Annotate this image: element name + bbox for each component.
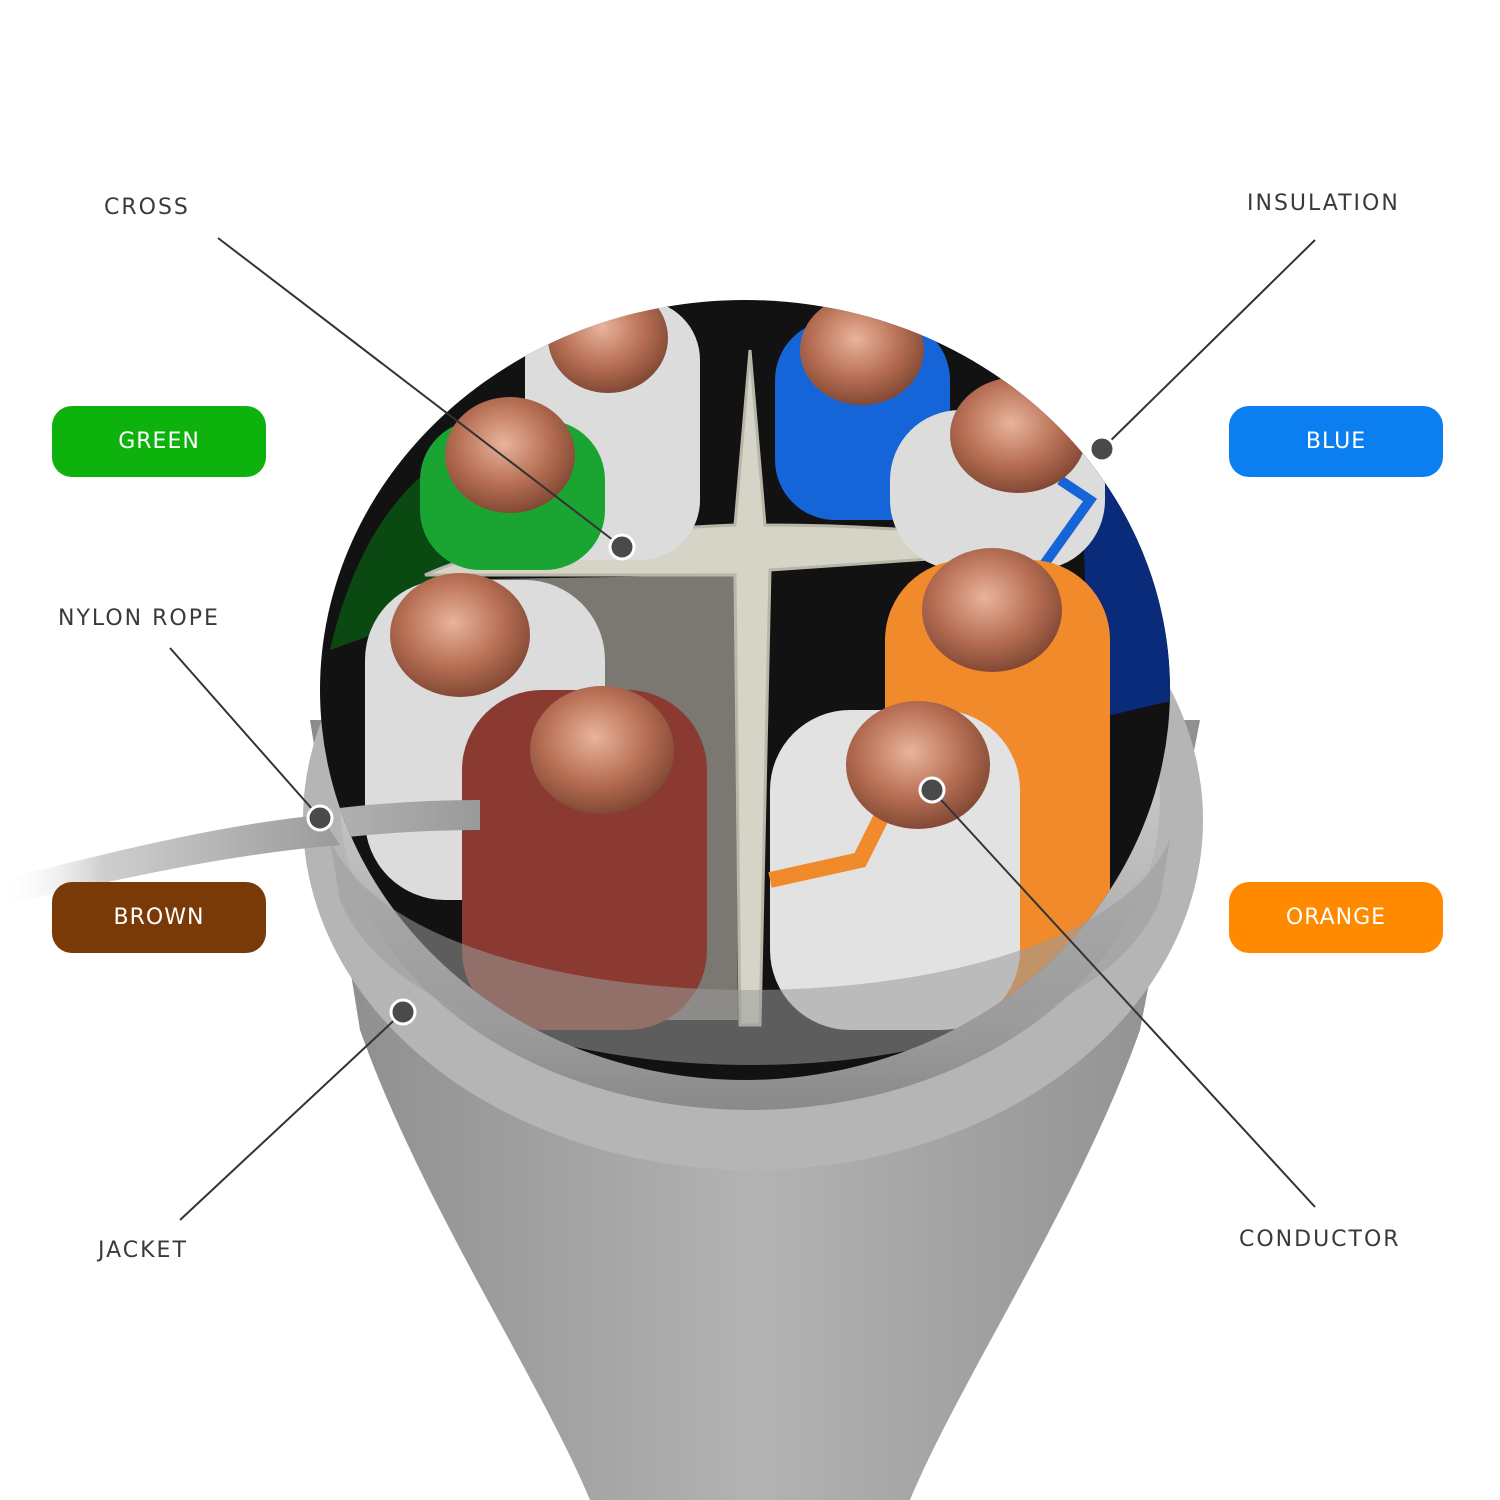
leader-lines	[169, 237, 1316, 1221]
conductor-7	[530, 686, 674, 814]
cross-label: CROSS	[104, 195, 190, 220]
nylon-rope	[320, 800, 480, 900]
conductor-marker	[918, 776, 946, 804]
pair-orange-badge: ORANGE	[1229, 882, 1443, 953]
nylon-rope-marker	[306, 804, 334, 832]
jacket-label: JACKET	[98, 1238, 188, 1263]
conductor-4	[950, 377, 1086, 493]
conductor-3	[445, 397, 575, 513]
pair-green-badge: GREEN	[52, 406, 266, 477]
pair-brown-badge: BROWN	[52, 882, 266, 953]
conductor-2	[800, 300, 924, 405]
pair-blue-badge: BLUE	[1229, 406, 1443, 477]
conductor-6	[390, 573, 530, 697]
conductor-label: CONDUCTOR	[1239, 1227, 1401, 1252]
cross-marker	[608, 533, 636, 561]
conductor-1	[548, 300, 668, 393]
conductor-5	[922, 548, 1062, 672]
nylon-rope-label: NYLON ROPE	[58, 606, 220, 631]
insulation-marker	[1088, 435, 1116, 463]
conductor-8	[846, 701, 990, 829]
insulation-label: INSULATION	[1247, 191, 1400, 216]
jacket-marker	[389, 998, 417, 1026]
